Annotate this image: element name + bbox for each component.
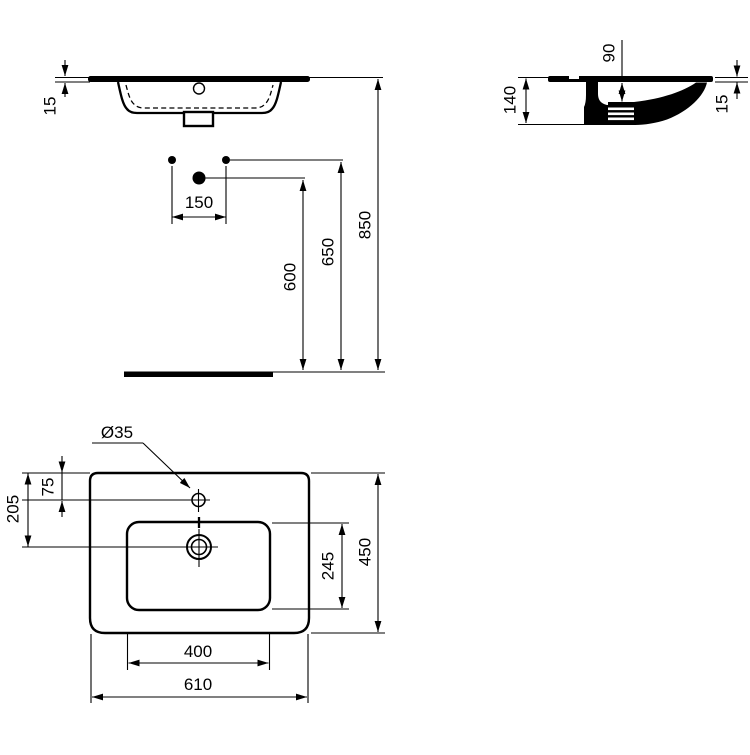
dim-label-rim-height: 850 — [355, 211, 374, 239]
dim-label-bowl-width: 400 — [184, 642, 212, 661]
overflow-hole — [192, 82, 206, 95]
dim-label-overall-width: 610 — [184, 675, 212, 694]
dim-label-front-rim-thickness: 15 — [40, 97, 59, 116]
drain-stripe — [608, 117, 636, 121]
dim-label-tap-hole-diameter: Ø35 — [101, 423, 133, 442]
plan-view: Ø35 75 205 450 245 400 610 — [3, 423, 385, 703]
basin-rim-front — [88, 76, 310, 82]
front-view: 15 150 600 650 850 — [40, 60, 385, 377]
fixing-point-right — [222, 156, 230, 164]
tap-hole-slot — [569, 76, 579, 79]
dim-label-fixing-height: 650 — [318, 238, 337, 266]
dim-label-overall-depth: 450 — [355, 538, 374, 566]
bowl-wall-right-section — [634, 82, 707, 125]
fixing-point-left — [168, 156, 176, 164]
dim-label-tap-hole-offset: 75 — [38, 478, 57, 497]
drain-stripe — [608, 112, 636, 116]
dim-label-overall-height: 140 — [500, 86, 519, 114]
dim-label-bowl-depth: 90 — [599, 44, 618, 63]
dim-label-hole-spacing: 150 — [185, 193, 213, 212]
bowl-wall-left-section — [584, 82, 612, 125]
dim-label-siphon-height: 600 — [280, 263, 299, 291]
basin-inner-hidden-line — [125, 84, 274, 109]
dim-label-drain-offset: 205 — [3, 495, 22, 523]
supply-point — [192, 171, 206, 185]
basin-rim-section — [548, 76, 713, 82]
leader-arrow-tap-hole — [142, 442, 191, 489]
drain-stripe — [608, 107, 636, 111]
drain-trap-front — [182, 110, 215, 128]
section-view: 140 90 15 — [500, 40, 748, 126]
dim-label-section-rim-thickness: 15 — [712, 95, 731, 114]
dim-label-bowl-depth-plan: 245 — [318, 552, 337, 580]
